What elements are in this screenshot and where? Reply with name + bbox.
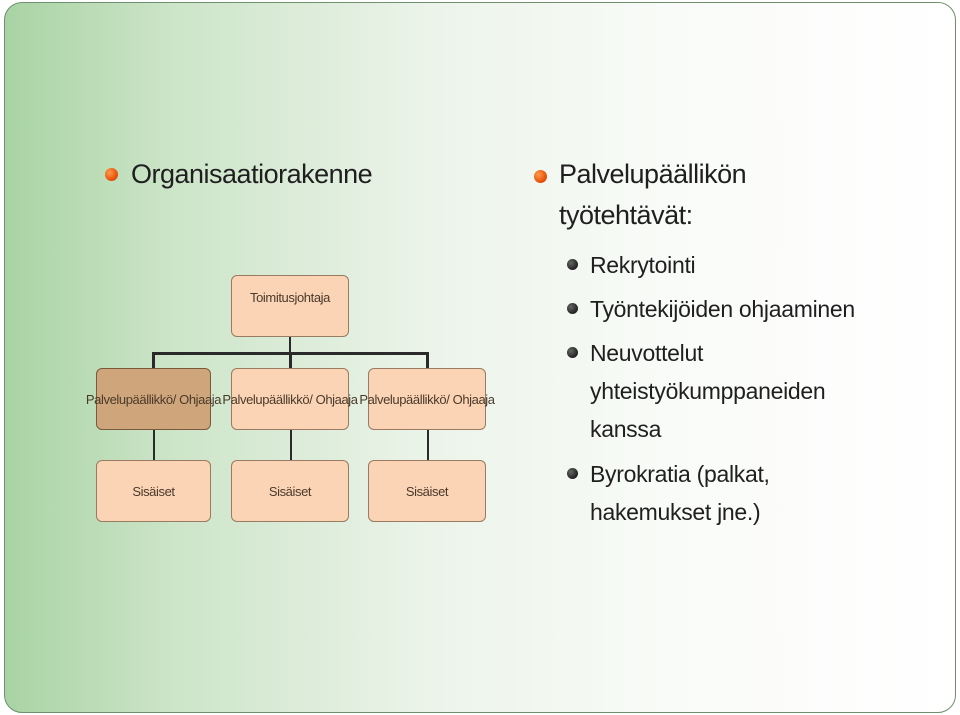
heading-bullet-icon: [534, 170, 547, 183]
task-line: Työntekijöiden ohjaaminen: [590, 296, 855, 322]
connector-line: [289, 337, 291, 353]
connector-line: [152, 352, 155, 369]
task-line: Byrokratia (palkat,: [590, 461, 770, 487]
list-bullet-icon: [567, 468, 578, 479]
connector-line: [426, 352, 429, 369]
task-item: Byrokratia (palkat, hakemukset jne.): [590, 455, 770, 531]
heading-bullet-icon: [105, 168, 118, 181]
task-item: Neuvottelut yhteistyökumppaneiden kanssa: [590, 334, 826, 448]
connector-line: [153, 429, 155, 461]
list-bullet-icon: [567, 347, 578, 358]
right-heading-line-1: Palvelupäällikön: [559, 159, 747, 189]
right-heading-line-2: työtehtävät:: [559, 200, 693, 230]
list-bullet-icon: [567, 259, 578, 270]
task-line: hakemukset jne.): [590, 499, 761, 525]
slide: Organisaatiorakenne Toimitusjohtaja Palv…: [4, 2, 956, 713]
task-line: kanssa: [590, 416, 662, 442]
task-item: Työntekijöiden ohjaaminen: [590, 290, 855, 328]
org-node-root[interactable]: Toimitusjohtaja: [231, 275, 349, 337]
connector-line: [427, 429, 429, 461]
org-node-staff-1[interactable]: Sisäiset: [96, 460, 211, 522]
connector-line: [289, 352, 292, 369]
org-node-manager-2[interactable]: Palvelupäällikkö/ Ohjaaja: [222, 368, 358, 430]
org-node-staff-3[interactable]: Sisäiset: [368, 460, 486, 522]
task-item: Rekrytointi: [590, 246, 696, 284]
left-heading: Organisaatiorakenne: [131, 159, 373, 189]
task-line: Neuvottelut: [590, 340, 704, 366]
org-node-staff-2[interactable]: Sisäiset: [231, 460, 349, 522]
org-node-manager-3[interactable]: Palvelupäällikkö/ Ohjaaja: [359, 368, 495, 430]
connector-line: [290, 429, 292, 461]
task-line: Rekrytointi: [590, 252, 696, 278]
task-line: yhteistyökumppaneiden: [590, 378, 826, 404]
list-bullet-icon: [567, 303, 578, 314]
org-node-manager-1[interactable]: Palvelupäällikkö/ Ohjaaja: [86, 368, 222, 430]
